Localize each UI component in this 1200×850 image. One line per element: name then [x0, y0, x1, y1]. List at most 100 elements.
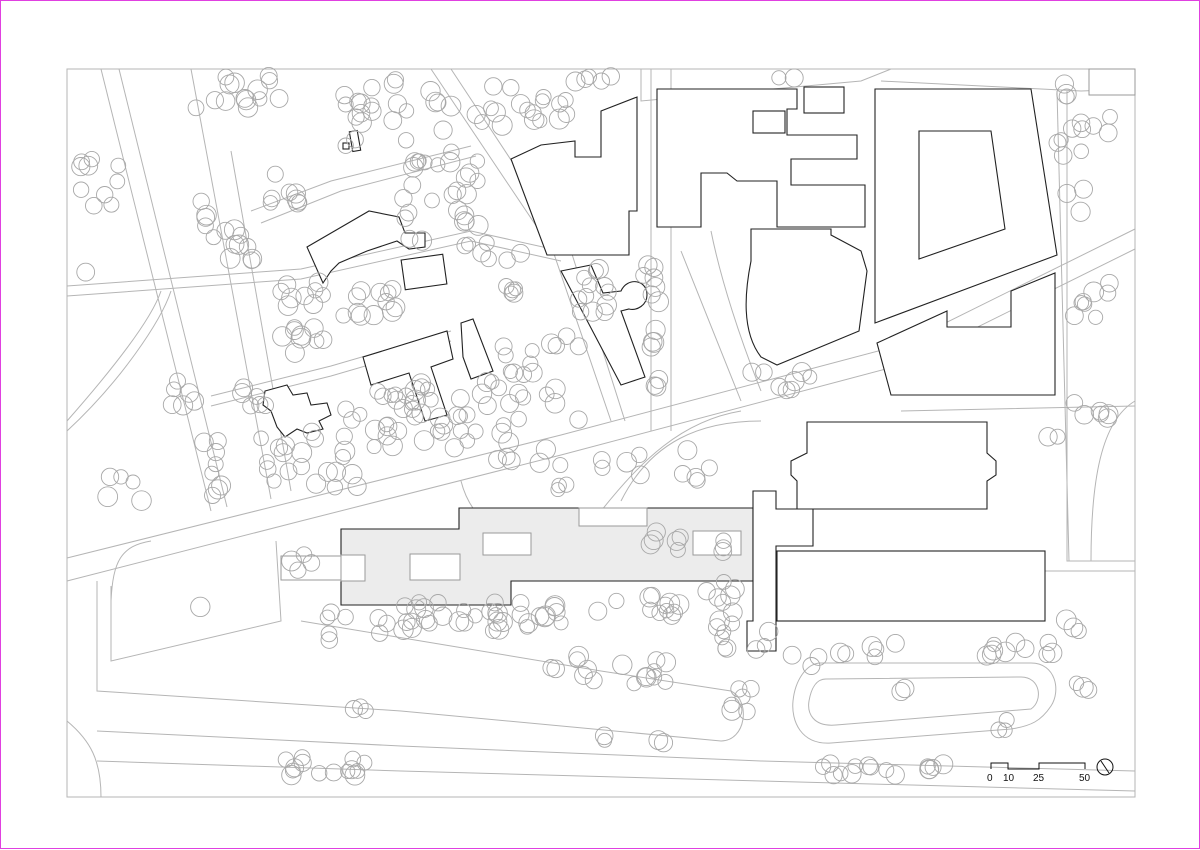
- tree-icon: [746, 640, 766, 659]
- tree-icon: [393, 398, 413, 419]
- tree-icon: [742, 362, 762, 382]
- tree-icon: [576, 70, 594, 88]
- tree-icon: [714, 629, 730, 646]
- tree-icon: [284, 342, 305, 363]
- tree-icon: [266, 473, 282, 489]
- tree-icon: [1098, 123, 1118, 143]
- tree-icon: [204, 486, 222, 504]
- tree-icon: [689, 472, 706, 489]
- tree-icon: [480, 250, 497, 268]
- tree-icon: [97, 486, 119, 508]
- tree-icon: [247, 79, 268, 100]
- tree-icon: [350, 93, 371, 114]
- tree-icon: [601, 67, 620, 86]
- tree-icon: [547, 603, 566, 622]
- tree-icon: [1063, 617, 1084, 638]
- tree-icon: [515, 389, 532, 406]
- tree-icon: [363, 305, 384, 326]
- tree-icon: [71, 157, 91, 177]
- tree-icon: [369, 382, 387, 400]
- scale-label-10: 10: [1003, 773, 1015, 784]
- tree-icon: [756, 638, 772, 653]
- tree-icon: [666, 531, 687, 551]
- tree-icon: [190, 596, 211, 618]
- tree-icon: [866, 648, 884, 666]
- tree-icon: [362, 101, 382, 121]
- tree-icon: [644, 268, 664, 288]
- west-annex-2: [340, 554, 366, 582]
- tree-icon: [497, 347, 514, 364]
- tree-icon: [398, 103, 415, 119]
- tree-icon: [1070, 622, 1087, 640]
- tree-icon: [990, 721, 1008, 739]
- tree-icon: [396, 209, 414, 227]
- tree-icon: [335, 427, 353, 445]
- tree-icon: [832, 765, 849, 782]
- tree-icon: [347, 287, 367, 306]
- tree-icon: [1071, 113, 1091, 133]
- tree-icon: [643, 586, 661, 605]
- tree-icon: [495, 417, 512, 433]
- tree-icon: [519, 619, 535, 635]
- tree-icon: [582, 301, 603, 322]
- tree-icon: [306, 473, 327, 494]
- tree-icon: [649, 369, 669, 389]
- tree-icon: [646, 522, 666, 542]
- tree-icon: [784, 68, 804, 88]
- tree-icon: [821, 754, 840, 773]
- tree-icon: [636, 667, 657, 688]
- loop-road-outer: [792, 662, 1057, 744]
- tree-icon: [347, 108, 365, 126]
- tree-icon: [658, 602, 675, 619]
- tree-icon: [324, 763, 343, 782]
- tree-icon: [478, 396, 497, 415]
- tree-icon: [659, 592, 681, 614]
- tree-icon: [397, 132, 415, 149]
- tree-icon: [76, 262, 96, 282]
- tree-icon: [440, 95, 462, 117]
- tree-icon: [616, 451, 637, 473]
- main-avenue-north-edge: [66, 228, 1136, 559]
- tree-icon: [986, 636, 1002, 653]
- west-curve-2: [66, 290, 162, 422]
- tree-icon: [570, 290, 588, 308]
- tree-icon: [335, 307, 352, 324]
- tree-icon: [335, 85, 354, 105]
- tree-icon: [325, 461, 347, 482]
- tree-icon: [319, 609, 336, 626]
- long-east-building: [776, 550, 1046, 622]
- small-shed: [348, 129, 362, 153]
- tree-icon: [377, 416, 398, 437]
- tree-icon: [545, 378, 566, 400]
- hall-building: [790, 421, 997, 510]
- tree-icon: [377, 293, 395, 311]
- tree-icon: [497, 447, 516, 466]
- tree-icon: [486, 593, 504, 612]
- tree-icon: [478, 235, 495, 251]
- tree-icon: [225, 234, 245, 254]
- tree-icon: [1102, 108, 1118, 125]
- tree-icon: [272, 282, 290, 301]
- tree-icon: [125, 474, 141, 490]
- tree-icon: [424, 192, 440, 209]
- tree-icon: [574, 666, 593, 685]
- tree-icon: [842, 764, 862, 784]
- tree-icon: [379, 417, 395, 433]
- tree-icon: [1073, 143, 1089, 160]
- tree-icon: [722, 602, 743, 623]
- tree-icon: [983, 640, 1004, 661]
- tree-icon: [594, 459, 611, 476]
- tree-icon: [103, 196, 120, 213]
- tree-icon: [232, 383, 253, 404]
- tree-icon: [397, 613, 416, 631]
- tree-icon: [485, 102, 506, 123]
- tree-icon: [1099, 284, 1117, 302]
- tree-icon: [742, 679, 760, 698]
- tree-icon: [1084, 117, 1103, 135]
- tree-icon: [730, 680, 748, 698]
- central-curve: [680, 250, 742, 402]
- tree-icon: [290, 327, 312, 349]
- tree-icon: [423, 392, 439, 408]
- tree-icon: [534, 93, 550, 109]
- tree-icon: [1074, 404, 1094, 425]
